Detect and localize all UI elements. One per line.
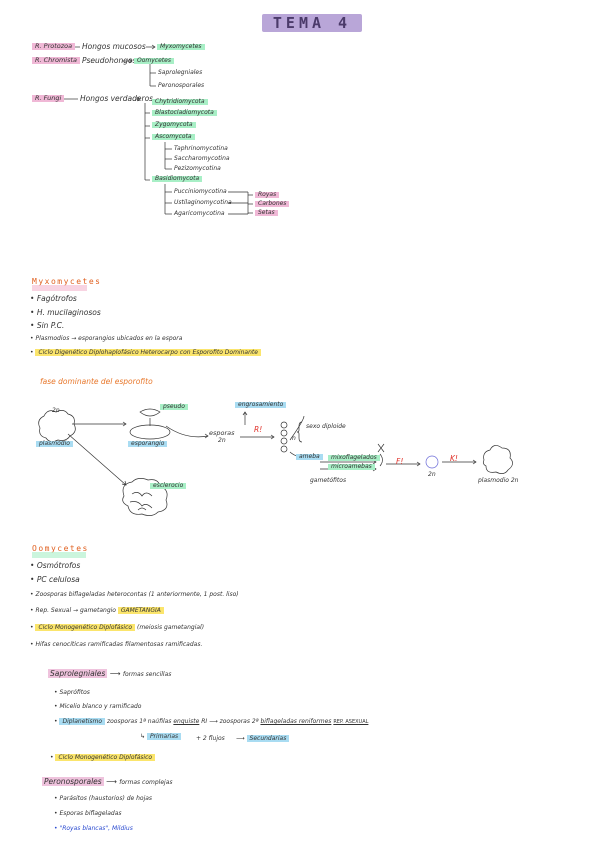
saprole-primaria: ↳ Primarias [140, 733, 182, 740]
myxo-phase-label: fase dominante del esporofito [40, 377, 153, 386]
tree-phylum-basidiomycota: Basidiomycota [152, 176, 203, 182]
myxo-bullet-2: • H. mucilaginosos [30, 308, 101, 317]
oomy-bullet-2: • PC celulosa [30, 575, 80, 584]
myxo-bullet-4: • Plasmodios → esporangios ubicados en l… [30, 335, 183, 342]
myxo-amebas-label: ameba [296, 454, 323, 460]
esclerocio-blob [122, 478, 168, 516]
myxo-r-label: R! [254, 425, 263, 434]
saprole-heading: Saprolegniales ⟶ formas sencillas [48, 669, 172, 678]
tree-order-peronosporales: Peronosporales [158, 82, 205, 89]
myxo-n-label: n [292, 435, 296, 442]
myxo-microamebas-label: microamebas [328, 464, 375, 470]
myxo-esporangio-label: esporangio [128, 441, 168, 447]
myxo-sexo-label: sexo diploide [306, 423, 346, 430]
saprole-germ: + 2 flujos [196, 735, 225, 742]
myxo-plasmodio-label: plasmodio [36, 441, 73, 447]
tree-class-myxomycetes: Myxomycetes [157, 44, 205, 50]
tree-group-verdaderos: Hongos verdaderos [80, 94, 154, 103]
myxo-engrosamiento-label: engrosamiento [235, 402, 287, 408]
myxo-k-label: K! [450, 454, 458, 463]
oomy-bullet-1: • Osmótrofos [30, 561, 81, 570]
tree-asco-saccharo: Saccharomycotina [174, 155, 230, 162]
oomy-cycle: • Ciclo Monogenético Diplofásico (meiosi… [30, 624, 205, 631]
myxo-bullet-1: • Fagótrofos [30, 294, 77, 303]
myxo-esclerocio-label: esclerocio [150, 483, 187, 489]
perono-bullet-1: • Parásitos (haustorios) de hojas [54, 795, 153, 802]
tree-asco-pezizo: Pezizomycotina [174, 165, 221, 172]
tree-phylum-oomycetes: Oomycetes [134, 58, 174, 64]
myxo-esporas-n: 2n [218, 437, 226, 444]
tree-phylum-chytridiomycota: Chytridiomycota [152, 99, 208, 105]
tree-type-royas: Royas [255, 192, 280, 198]
saprole-diplanetismo: • Diplanetismo zoosporas 1ª naúfilas enq… [54, 718, 369, 725]
saprole-cycle: • Ciclo Monogenético Diplofásico [50, 754, 156, 761]
tree-type-setas: Setas [255, 210, 278, 216]
oomy-rep-sexual: • Rep. Sexual → gametangio GAMETANGIA [30, 607, 164, 614]
saprole-bullet-1: • Saprófitos [54, 689, 90, 696]
tree-group-mucosos: Hongos mucosos [82, 42, 146, 51]
perono-last: • "Royas blancas", Mildius [54, 825, 133, 832]
tree-order-saprolegniales: Saprolegniales [158, 69, 203, 76]
myxo-pseudo-label: pseudo [160, 404, 188, 410]
myxo-f-label: F! [396, 457, 404, 466]
tree-kingdom-protozoa: R. Protozoa [32, 43, 76, 50]
tree-kingdom-chromista: R. Chromista [32, 57, 81, 64]
myxo-esporas-label: esporas [209, 429, 235, 437]
page-title: TEMA 4 [262, 14, 362, 32]
tree-phylum-blastocladiomycota: Blastocladiomycota [152, 110, 217, 116]
myxo-heading: Myxomycetes [32, 277, 102, 286]
tree-group-pseudohongos: Pseudohongos [82, 56, 137, 65]
tree-phylum-ascomycota: Ascomycota [152, 134, 195, 140]
oomy-heading-underline [32, 552, 86, 558]
myxo-gametofitos-label: gametófitos [310, 477, 347, 484]
tree-type-carbones: Carbones [255, 201, 290, 207]
myxo-heading-underline [32, 285, 87, 291]
oomy-heading: Oomycetes [32, 544, 89, 553]
tree-kingdom-fungi: R. Fungi [32, 95, 65, 102]
perono-bullet-2: • Esporas biflageladas [54, 810, 122, 817]
myxo-bullet-3: • Sin P.C. [30, 321, 65, 330]
esporangio-shape [129, 424, 171, 440]
myxo-plasmodio2-label: plasmodio 2n [478, 477, 519, 484]
tree-basidio-agarico: Agaricomycotina [174, 210, 225, 217]
plasmodio-blob [38, 410, 76, 442]
tree-basidio-ustilagino: Ustilaginomycotina [174, 199, 232, 206]
plasmodio2-blob [482, 445, 513, 474]
saprole-bullet-2: • Micelio blanco y ramificado [54, 703, 142, 710]
perono-heading: Peronosporales ⟶ formas complejas [42, 777, 173, 786]
oomy-hifas: • Hifas cenocíticas ramificadas filament… [30, 641, 203, 648]
tree-phylum-zygomycota: Zygomycota [152, 122, 196, 128]
myxo-mixoflagelados-label: mixoflagelados [328, 455, 380, 461]
myxo-zygote-label: 2n [428, 471, 436, 478]
saprole-secundaria: ⟶ Secundarias [236, 735, 290, 742]
myxo-2n-label: 2n [52, 407, 60, 414]
myxo-cycle: • Ciclo Digenético Diplohaplofásico Hete… [30, 349, 261, 356]
tree-basidio-puccinio: Pucciniomycotina [174, 188, 227, 195]
tree-asco-taphrino: Taphrinomycotina [174, 145, 228, 152]
oomy-bullet-3: • Zoosporas biflageladas heterocontas (1… [30, 591, 239, 598]
